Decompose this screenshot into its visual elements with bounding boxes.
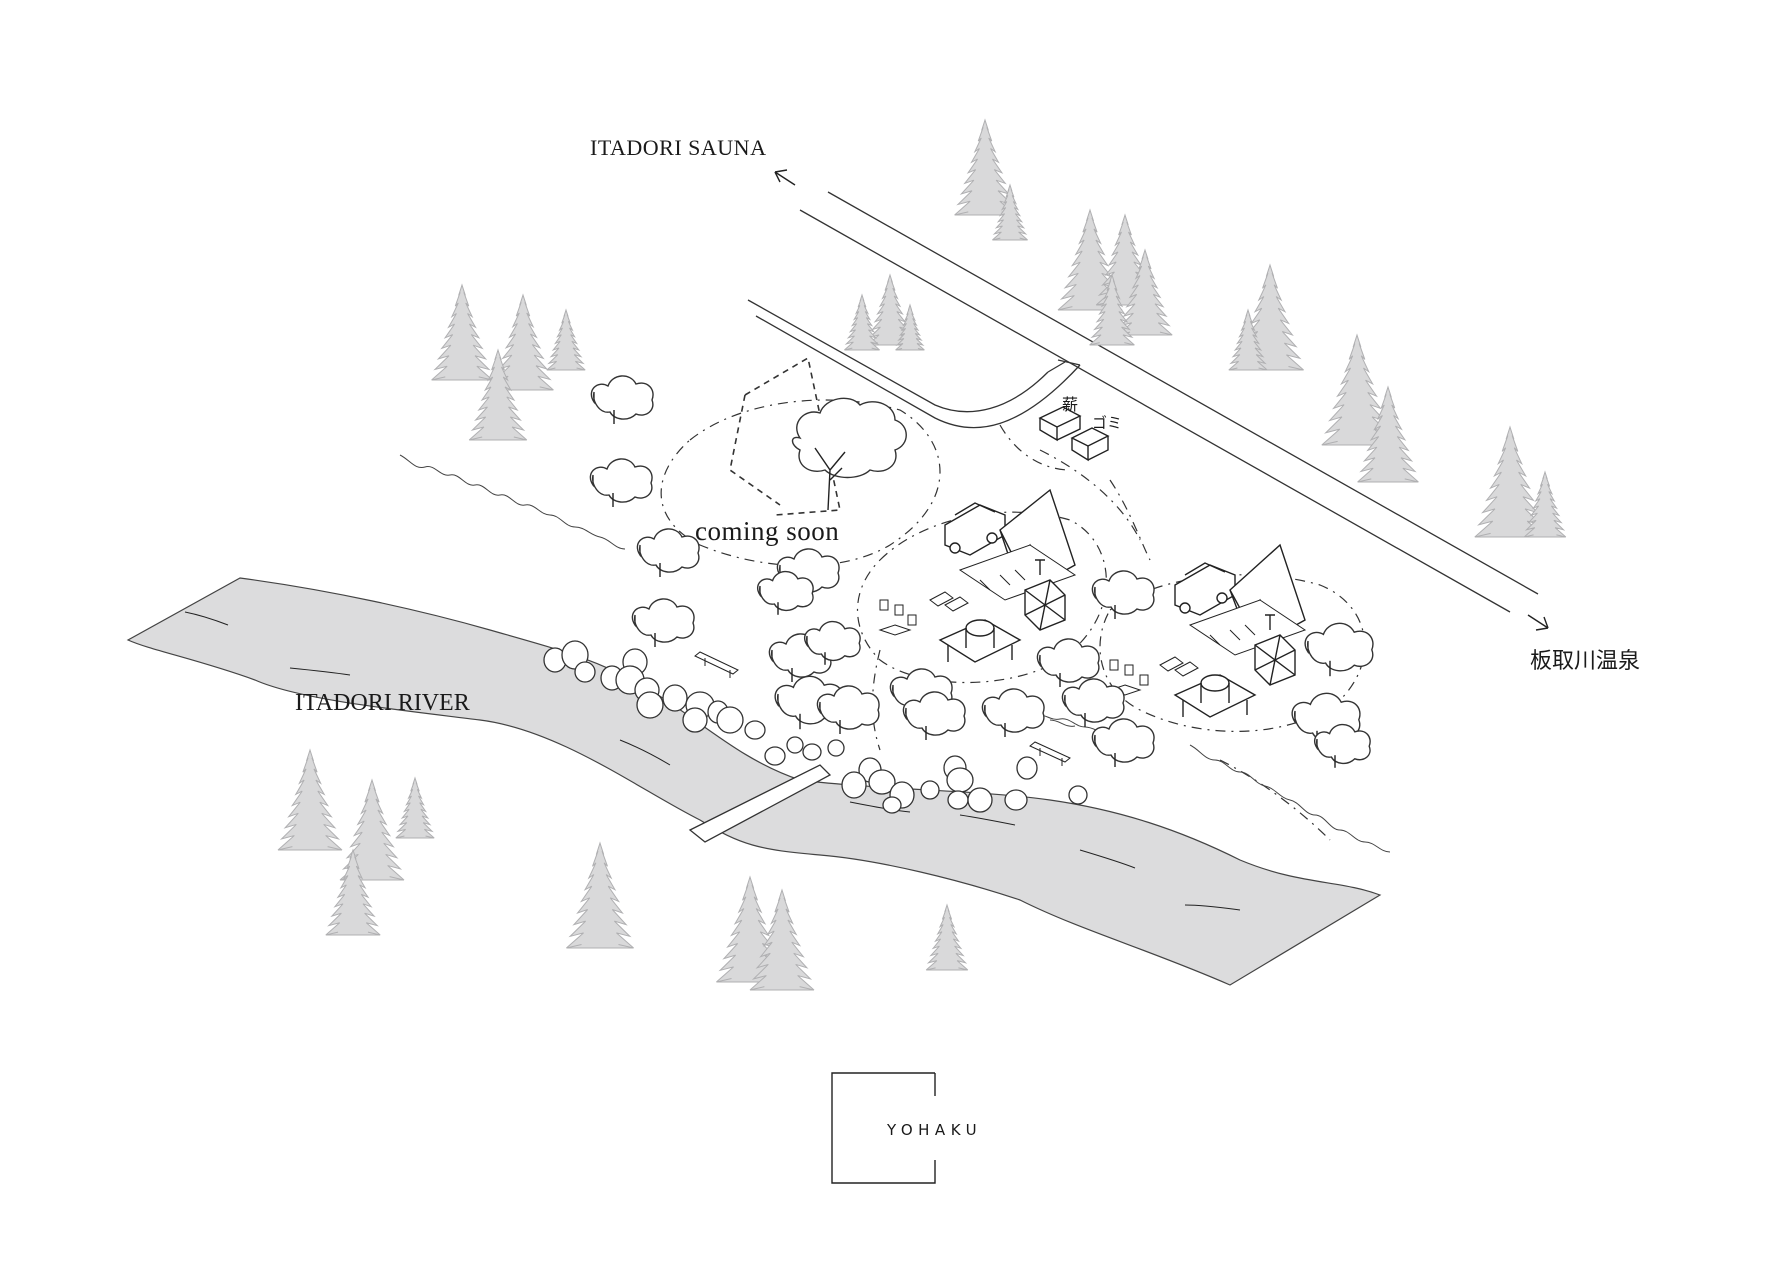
rock-icon <box>1016 756 1038 780</box>
rock-icon <box>744 720 766 740</box>
rock-icon <box>827 739 845 757</box>
large-tree <box>791 397 907 479</box>
conifer-tree-icon <box>925 903 969 971</box>
garbage-storage <box>1070 427 1110 462</box>
bush-icon <box>1036 638 1100 683</box>
arrow-to-onsen <box>1527 614 1549 631</box>
bush-icon <box>816 685 880 730</box>
river-rocks <box>543 640 1088 814</box>
bush-icon <box>981 688 1045 733</box>
rock-icon <box>716 706 744 734</box>
rock-icon <box>662 684 688 712</box>
conifer-tree-icon <box>1117 248 1173 336</box>
bench-icon <box>694 651 1071 766</box>
bush-icon <box>902 691 966 736</box>
conifer-trees <box>277 118 1567 991</box>
label-coming-soon: coming soon <box>695 516 839 546</box>
label-firewood: 薪 <box>1062 395 1078 414</box>
conifer-tree-icon <box>339 778 405 881</box>
conifer-tree-icon <box>1228 308 1268 371</box>
bushes <box>589 375 1374 768</box>
cabin-site-2 <box>1108 543 1307 718</box>
conifer-tree-icon <box>431 283 493 381</box>
conifer-tree-icon <box>954 118 1016 216</box>
coming-soon-plot <box>729 356 907 516</box>
deck-icon <box>958 544 1077 601</box>
firewood-storage <box>1038 406 1082 442</box>
rock-icon <box>920 780 940 800</box>
conifer-tree-icon <box>546 308 586 371</box>
rock-icon <box>764 746 786 766</box>
main-road <box>799 191 1539 613</box>
conifer-tree-icon <box>749 888 815 991</box>
rock-icon <box>1068 785 1088 805</box>
rock-icon <box>946 767 974 793</box>
yohaku-logo: YOHAKU <box>831 1072 982 1184</box>
rock-icon <box>682 707 708 733</box>
bush-icon <box>1313 723 1371 764</box>
conifer-tree-icon <box>1357 385 1419 483</box>
label-itadori-sauna: ITADORI SAUNA <box>590 135 766 160</box>
conifer-tree-icon <box>1089 273 1135 346</box>
label-itadori-river: ITADORI RIVER <box>295 690 470 716</box>
hot-tub-icon <box>1173 674 1257 718</box>
conifer-tree-icon <box>1057 208 1123 311</box>
bush-icon <box>590 375 654 420</box>
outdoor-chairs-icon <box>1108 656 1199 696</box>
bush-icon <box>1061 678 1125 723</box>
river-bridge <box>688 764 832 843</box>
sauna-tent-icon <box>1024 559 1066 631</box>
conifer-tree-icon <box>277 748 343 851</box>
rock-icon <box>1004 789 1028 811</box>
hot-tub-icon <box>938 619 1022 663</box>
conifer-tree-icon <box>1321 333 1393 446</box>
conifer-tree-icon <box>867 273 913 346</box>
bush-icon <box>636 528 700 573</box>
deck-icon <box>1188 599 1307 656</box>
conifer-tree-icon <box>844 293 880 351</box>
access-road <box>747 299 1081 429</box>
rock-icon <box>967 787 993 813</box>
conifer-tree-icon <box>325 848 381 936</box>
rock-icon <box>636 691 664 719</box>
rock-icon <box>574 661 596 683</box>
outdoor-chairs-icon <box>878 591 969 636</box>
bush-icon <box>589 458 653 503</box>
rock-icon <box>947 790 969 810</box>
rock-icon <box>841 771 867 799</box>
river-flow-dashes <box>184 611 1241 911</box>
conifer-tree-icon <box>992 183 1028 241</box>
bush-icon <box>1091 718 1155 763</box>
car-icon <box>1174 562 1236 616</box>
conifer-tree-icon <box>566 841 634 949</box>
conifer-tree-icon <box>492 293 554 391</box>
rock-icon <box>802 743 822 761</box>
bush-icon <box>756 570 814 611</box>
bush-icon <box>803 620 861 661</box>
ground-lines <box>399 454 1391 853</box>
conifer-tree-icon <box>895 303 925 351</box>
rock-icon <box>882 796 902 814</box>
bush-icon <box>631 598 695 643</box>
logo-text: YOHAKU <box>886 1121 982 1139</box>
label-garbage: ゴミ <box>1092 414 1122 432</box>
sauna-tent-icon <box>1254 614 1296 686</box>
label-itadori-onsen: 板取川温泉 <box>1530 649 1640 674</box>
rock-icon <box>786 736 804 754</box>
bush-icon <box>1304 622 1374 672</box>
conifer-tree-icon <box>395 776 435 839</box>
arrow-to-sauna <box>774 169 796 186</box>
conifer-tree-icon <box>716 875 784 983</box>
conifer-tree-icon <box>1474 425 1546 538</box>
conifer-tree-icon <box>468 348 528 441</box>
bush-icon <box>1091 570 1155 615</box>
car-icon <box>944 502 1006 556</box>
rock-icon <box>868 769 896 795</box>
cabin-site-1 <box>878 488 1077 663</box>
conifer-tree-icon <box>1523 470 1567 538</box>
